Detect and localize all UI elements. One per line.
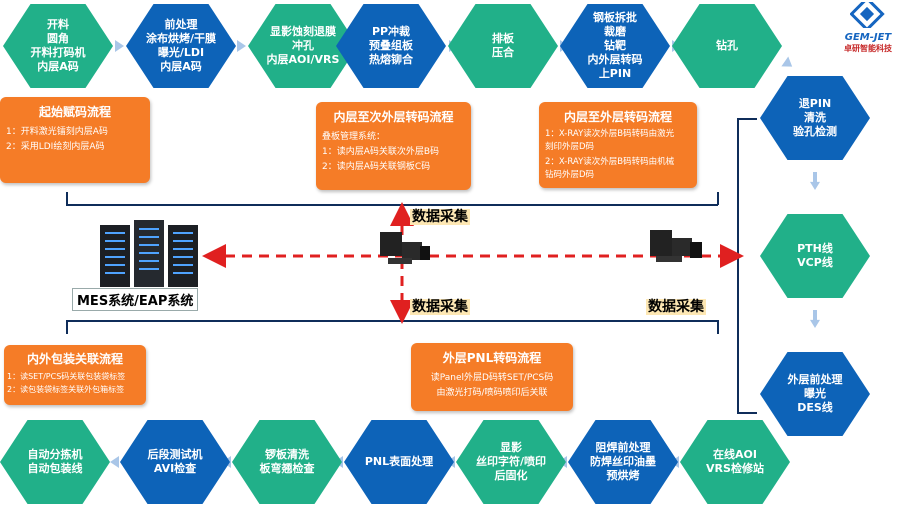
box-line: 1：读内层A码关联次外层B码 xyxy=(322,147,440,157)
flow-arrow xyxy=(237,40,246,52)
logo-mark-icon xyxy=(849,0,885,32)
node-surface-treatment: PNL表面处理 xyxy=(344,420,454,504)
box-inner-transfer: 内层至次外层转码流程 叠板管理系统： 1：读内层A码关联次外层B码 2：读内层A… xyxy=(316,102,471,190)
logo-sub: 卓研智能科技 xyxy=(844,44,892,53)
data-collection-label: 数据采集 xyxy=(410,299,470,315)
box-title: 起始赋码流程 xyxy=(38,105,111,119)
camera-icon xyxy=(650,230,702,262)
node-etching: 显影蚀刻退膜 冲孔 内层AOI/VRS xyxy=(248,4,358,88)
logo-name: GEM-JET xyxy=(844,32,892,43)
node-pp-cutting: PP冲裁 预叠组板 热熔铆合 xyxy=(336,4,446,88)
camera-icon xyxy=(380,232,430,264)
box-line: 读Panel外层D码转SET/PCS码 xyxy=(430,373,554,383)
box-line: 1：X-RAY读次外层B码转码由激光 刻印外层D码 xyxy=(545,129,675,152)
box-start-coding: 起始赋码流程 1：开料激光镭刻内层A码 2：采用LDI绘刻内层A码 xyxy=(0,97,150,183)
flow-arrow xyxy=(115,40,124,52)
server-rack-icon xyxy=(100,220,198,287)
box-line: 2：读包装袋标签关联外包箱标签 xyxy=(7,385,125,394)
box-pnl-transfer: 外层PNL转码流程 读Panel外层D码转SET/PCS码 由激光打码/喷码喷印… xyxy=(411,343,573,411)
box-line: 1：读SET/PCS码关联包装袋标签 xyxy=(7,372,126,381)
node-cutting: 开料 圆角 开料打码机 内层A码 xyxy=(3,4,113,88)
box-line: 叠板管理系统： xyxy=(322,132,386,142)
bracket-line xyxy=(66,192,68,205)
node-packing: 自动分拣机 自动包装线 xyxy=(0,420,110,504)
box-title: 外层PNL转码流程 xyxy=(442,351,542,365)
box-title: 内层至次外层转码流程 xyxy=(333,110,454,124)
data-collection-label: 数据采集 xyxy=(646,299,706,315)
flow-arrow-down xyxy=(810,172,820,190)
box-line: 2：X-RAY读次外层B码转码由机械 钻码外层D码 xyxy=(545,157,675,180)
box-line: 由激光打码/喷码喷印后关联 xyxy=(436,388,548,398)
box-packing-link: 内外包装关联流程 1：读SET/PCS码关联包装袋标签 2：读包装袋标签关联外包… xyxy=(4,345,146,405)
data-collection-label: 数据采集 xyxy=(410,209,470,225)
bracket-line xyxy=(737,118,757,120)
box-title: 内外包装关联流程 xyxy=(26,352,123,366)
bracket-line xyxy=(66,320,68,334)
mes-eap-label: MES系统/EAP系统 xyxy=(72,288,199,311)
box-title: 内层至外层转码流程 xyxy=(563,110,672,124)
bracket-line xyxy=(717,192,719,205)
box-outer-transfer: 内层至外层转码流程 1：X-RAY读次外层B码转码由激光 刻印外层D码 2：X-… xyxy=(539,102,697,188)
box-line: 2：采用LDI绘刻内层A码 xyxy=(6,142,105,152)
bracket-line xyxy=(717,320,719,334)
box-line: 1：开料激光镭刻内层A码 xyxy=(6,127,108,137)
bracket-line xyxy=(737,412,757,414)
flow-arrow-down xyxy=(810,310,820,328)
logo: GEM-JET 卓研智能科技 xyxy=(838,0,898,54)
box-line: 2：读内层A码关联钢板C码 xyxy=(322,162,431,172)
